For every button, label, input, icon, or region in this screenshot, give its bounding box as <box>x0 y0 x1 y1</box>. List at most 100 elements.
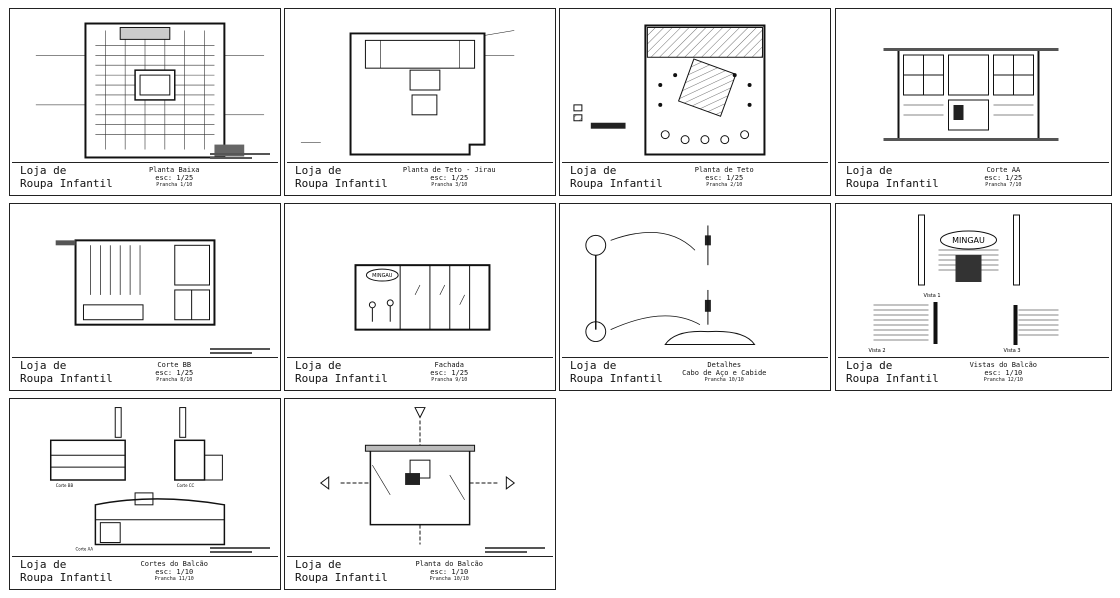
counter-views-drawing: MINGAU Vista 1 Vista 2 Vista 3 <box>869 214 1059 354</box>
floor-plan-drawing <box>35 22 265 159</box>
sheet-title: Cortes do Balcão <box>140 560 208 568</box>
sheet-scale: esc: 1/25 <box>155 369 194 377</box>
sheet-caption: Planta de Teto - Jirau esc: 1/25 Prancha… <box>393 166 505 189</box>
sheet-caption: Corte BB esc: 1/25 Prancha 8/10 <box>118 361 230 384</box>
counter-plan-drawing <box>319 407 516 545</box>
sheet-number: Prancha 9/10 <box>431 377 468 383</box>
sheet-scale: esc: 1/10 <box>430 568 469 576</box>
sheet-title: Corte BB <box>157 361 192 369</box>
drawing-detalhes <box>566 210 824 360</box>
sheet-number: Prancha 11/10 <box>154 576 194 582</box>
drawing-corte-bb <box>16 210 274 360</box>
store-sign: MINGAU <box>952 236 985 245</box>
drawing-fachada: MINGAU <box>291 210 549 360</box>
sheet-caption: Corte AA esc: 1/25 Prancha 7/10 <box>946 166 1060 189</box>
sheet-title: Planta do Balcão <box>415 560 483 568</box>
facade-sign: MINGAU <box>372 273 393 279</box>
drawing-vistas-balcao: MINGAU Vista 1 Vista 2 Vista 3 <box>842 210 1105 360</box>
sheet-caption: Fachada esc: 1/25 Prancha 9/10 <box>393 361 505 384</box>
sheet-title: Detalhes <box>707 361 742 369</box>
notes-block <box>210 346 270 356</box>
corte-bb-label: Corte BB <box>56 483 74 488</box>
sheet-number: Prancha 3/10 <box>431 182 468 188</box>
sheet-title: Planta de Teto <box>694 166 754 174</box>
sheet-caption: Vistas do Balcão esc: 1/10 Prancha 12/10 <box>946 361 1060 384</box>
sheet-vistas-balcao: MINGAU Vista 1 Vista 2 Vista 3 <box>835 203 1112 391</box>
section-drawing <box>55 239 216 326</box>
sheet-title: Fachada <box>434 361 464 369</box>
sheet-scale: esc: 1/25 <box>430 369 469 377</box>
sheet-scale: esc: 1/25 <box>430 174 469 182</box>
detail-drawing <box>585 225 756 346</box>
sheet-title: Vistas do Balcão <box>969 361 1038 369</box>
drawing-planta-balcao <box>291 405 549 555</box>
counter-sections-drawing: Corte BB Corte CC Corte AA <box>49 407 226 551</box>
sheet-caption: Planta de Teto esc: 1/25 Prancha 2/10 <box>668 166 780 189</box>
sheet-scale: Cabo de Aço e Cabide <box>682 369 767 377</box>
sheet-scale: esc: 1/25 <box>155 174 194 182</box>
sheet-scale: esc: 1/25 <box>984 174 1023 182</box>
section-drawing <box>883 48 1059 141</box>
drawing-teto-jirau <box>291 15 549 165</box>
sheet-caption: Planta Baixa esc: 1/25 Prancha 1/10 <box>118 166 230 189</box>
sheet-number: Prancha 2/10 <box>706 182 743 188</box>
drawing-teto <box>566 15 824 165</box>
sheet-title: Corte AA <box>986 166 1021 174</box>
drawing-planta-baixa <box>16 15 274 165</box>
sheet-scale: esc: 1/10 <box>984 369 1023 377</box>
facade-drawing: MINGAU <box>354 264 491 331</box>
notes-block <box>485 545 545 555</box>
sheet-caption: Planta do Balcão esc: 1/10 Prancha 10/10 <box>393 560 505 583</box>
ceiling-plan-drawing <box>300 30 515 156</box>
sheet-scale: esc: 1/25 <box>705 174 744 182</box>
sheet-title: Planta de Teto - Jirau <box>402 166 496 174</box>
sheet-caption: Cortes do Balcão esc: 1/10 Prancha 11/10 <box>118 560 230 583</box>
sheet-number: Prancha 10/10 <box>704 377 744 383</box>
vista-2-label: Vista 2 <box>869 348 886 354</box>
ceiling-plan-drawing <box>573 24 766 156</box>
vista-3-label: Vista 3 <box>1004 348 1021 354</box>
sheet-number: Prancha 8/10 <box>156 377 193 383</box>
drawing-corte-aa <box>842 15 1105 165</box>
sheet-title: Planta Baixa <box>148 166 200 174</box>
sheet-number: Prancha 10/10 <box>429 576 469 582</box>
corte-aa-label: Corte AA <box>76 546 94 551</box>
notes-block <box>210 151 270 161</box>
sheet-caption: Detalhes Cabo de Aço e Cabide Prancha 10… <box>668 361 780 384</box>
vista-1-label: Vista 1 <box>924 293 941 299</box>
sheet-number: Prancha 1/10 <box>156 182 193 188</box>
sheet-number: Prancha 12/10 <box>983 377 1023 383</box>
corte-cc-label: Corte CC <box>177 483 195 488</box>
notes-block <box>210 545 270 555</box>
drawing-cortes-balcao: Corte BB Corte CC Corte AA <box>16 405 274 555</box>
